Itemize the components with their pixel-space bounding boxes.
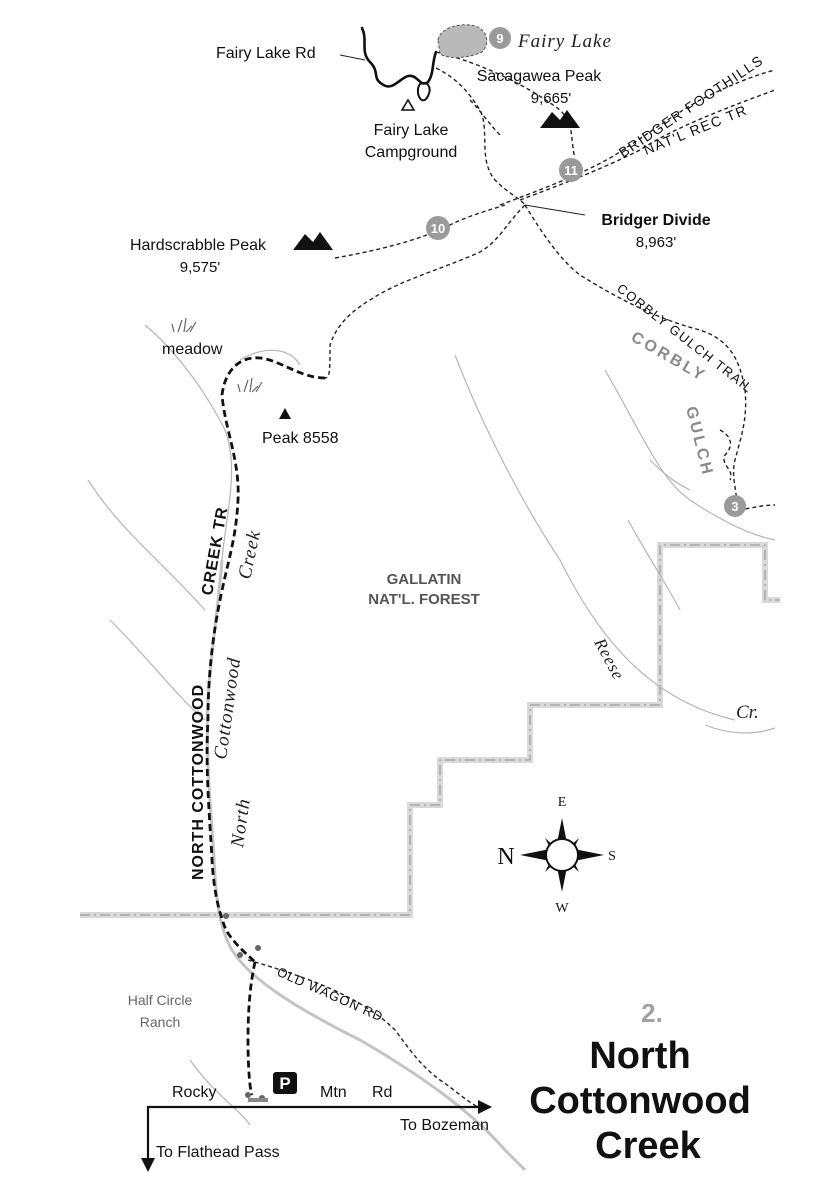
label-old-wagon-rd: OLD WAGON RD [275, 964, 386, 1024]
trailhead-bar [248, 1098, 268, 1102]
svg-text:10: 10 [431, 221, 445, 236]
campground-loop [416, 82, 431, 102]
mountain-icon-hardscrabble [293, 232, 333, 250]
svg-text:3: 3 [731, 499, 738, 514]
label-bridger-divide: Bridger Divide [601, 212, 710, 229]
label-half-circle-1: Half Circle [128, 992, 193, 1008]
label-forest-2: NAT'L. FOREST [368, 591, 480, 608]
compass-w: W [555, 901, 569, 916]
hike-marker-9[interactable]: 9 [489, 27, 511, 49]
fairy-lake-water [437, 24, 488, 59]
map-title-line1: North [589, 1035, 690, 1077]
parking-icon[interactable]: P [273, 1072, 297, 1094]
leader-lines [339, 54, 586, 216]
compass-s: S [608, 849, 616, 864]
label-peak-8558: Peak 8558 [262, 430, 339, 447]
label-fairy-lake: Fairy Lake [517, 31, 612, 52]
mountain-icon-sacagawea [540, 110, 580, 128]
svg-text:P: P [279, 1074, 290, 1093]
label-sacagawea-elev: 9,665' [531, 90, 572, 107]
label-creek-1: North [227, 797, 255, 850]
label-north-cottonwood-trail-1: NORTH COTTONWOOD [190, 684, 207, 880]
fairy-lake-road [360, 26, 438, 88]
forest-boundary-center [80, 544, 780, 916]
arrow-east [478, 1100, 492, 1114]
old-wagon-road [247, 959, 479, 1108]
svg-text:9: 9 [496, 31, 503, 46]
hike-marker-10[interactable]: 10 [426, 216, 450, 240]
label-rocky: Rocky [172, 1084, 216, 1101]
label-mtn: Mtn [320, 1084, 347, 1101]
arrow-south [141, 1158, 155, 1172]
campground-icon [400, 98, 416, 111]
label-north-cottonwood-trail-2: CREEK TR [199, 505, 231, 596]
hike-marker-3[interactable]: 3 [724, 495, 746, 517]
label-campground-2: Campground [365, 144, 458, 161]
map-title-line3: Creek [595, 1125, 701, 1167]
north-cottonwood-creek [205, 559, 527, 1172]
hike-marker-11[interactable]: 11 [559, 158, 583, 182]
compass-n: N [497, 844, 514, 870]
label-half-circle-2: Ranch [140, 1014, 180, 1030]
compass-e: E [558, 795, 567, 810]
label-creek-3: Creek [234, 528, 265, 581]
label-hardscrabble: Hardscrabble Peak [130, 237, 267, 254]
svg-text:11: 11 [564, 163, 578, 178]
streams [87, 324, 776, 1126]
label-forest-1: GALLATIN [387, 571, 462, 588]
peak-icon [279, 408, 291, 419]
rocky-mtn-road [146, 1105, 480, 1160]
label-cr: Cr. [736, 702, 759, 723]
map-title-line2: Cottonwood [529, 1080, 751, 1122]
label-meadow: meadow [162, 341, 223, 358]
map-number: 2. [641, 998, 663, 1028]
label-bridger-divide-elev: 8,963' [636, 234, 677, 251]
compass-rose [520, 818, 604, 892]
label-hardscrabble-elev: 9,575' [180, 259, 221, 276]
label-sacagawea: Sacagawea Peak [477, 68, 603, 85]
label-reese: Reese [590, 634, 628, 683]
trail-junction-dots [223, 913, 265, 1101]
label-to-bozeman[interactable]: To Bozeman [400, 1117, 489, 1134]
label-creek-2: Cottonwood [210, 656, 245, 761]
grass-icon [171, 317, 263, 393]
label-campground-1: Fairy Lake [374, 122, 449, 139]
label-to-flathead[interactable]: To Flathead Pass [156, 1144, 280, 1161]
label-corbly-gulch-2: GULCH [682, 405, 716, 479]
north-cottonwood-trail [205, 356, 326, 1096]
label-fairy-lake-rd: Fairy Lake Rd [216, 45, 316, 62]
label-rd: Rd [372, 1084, 392, 1101]
